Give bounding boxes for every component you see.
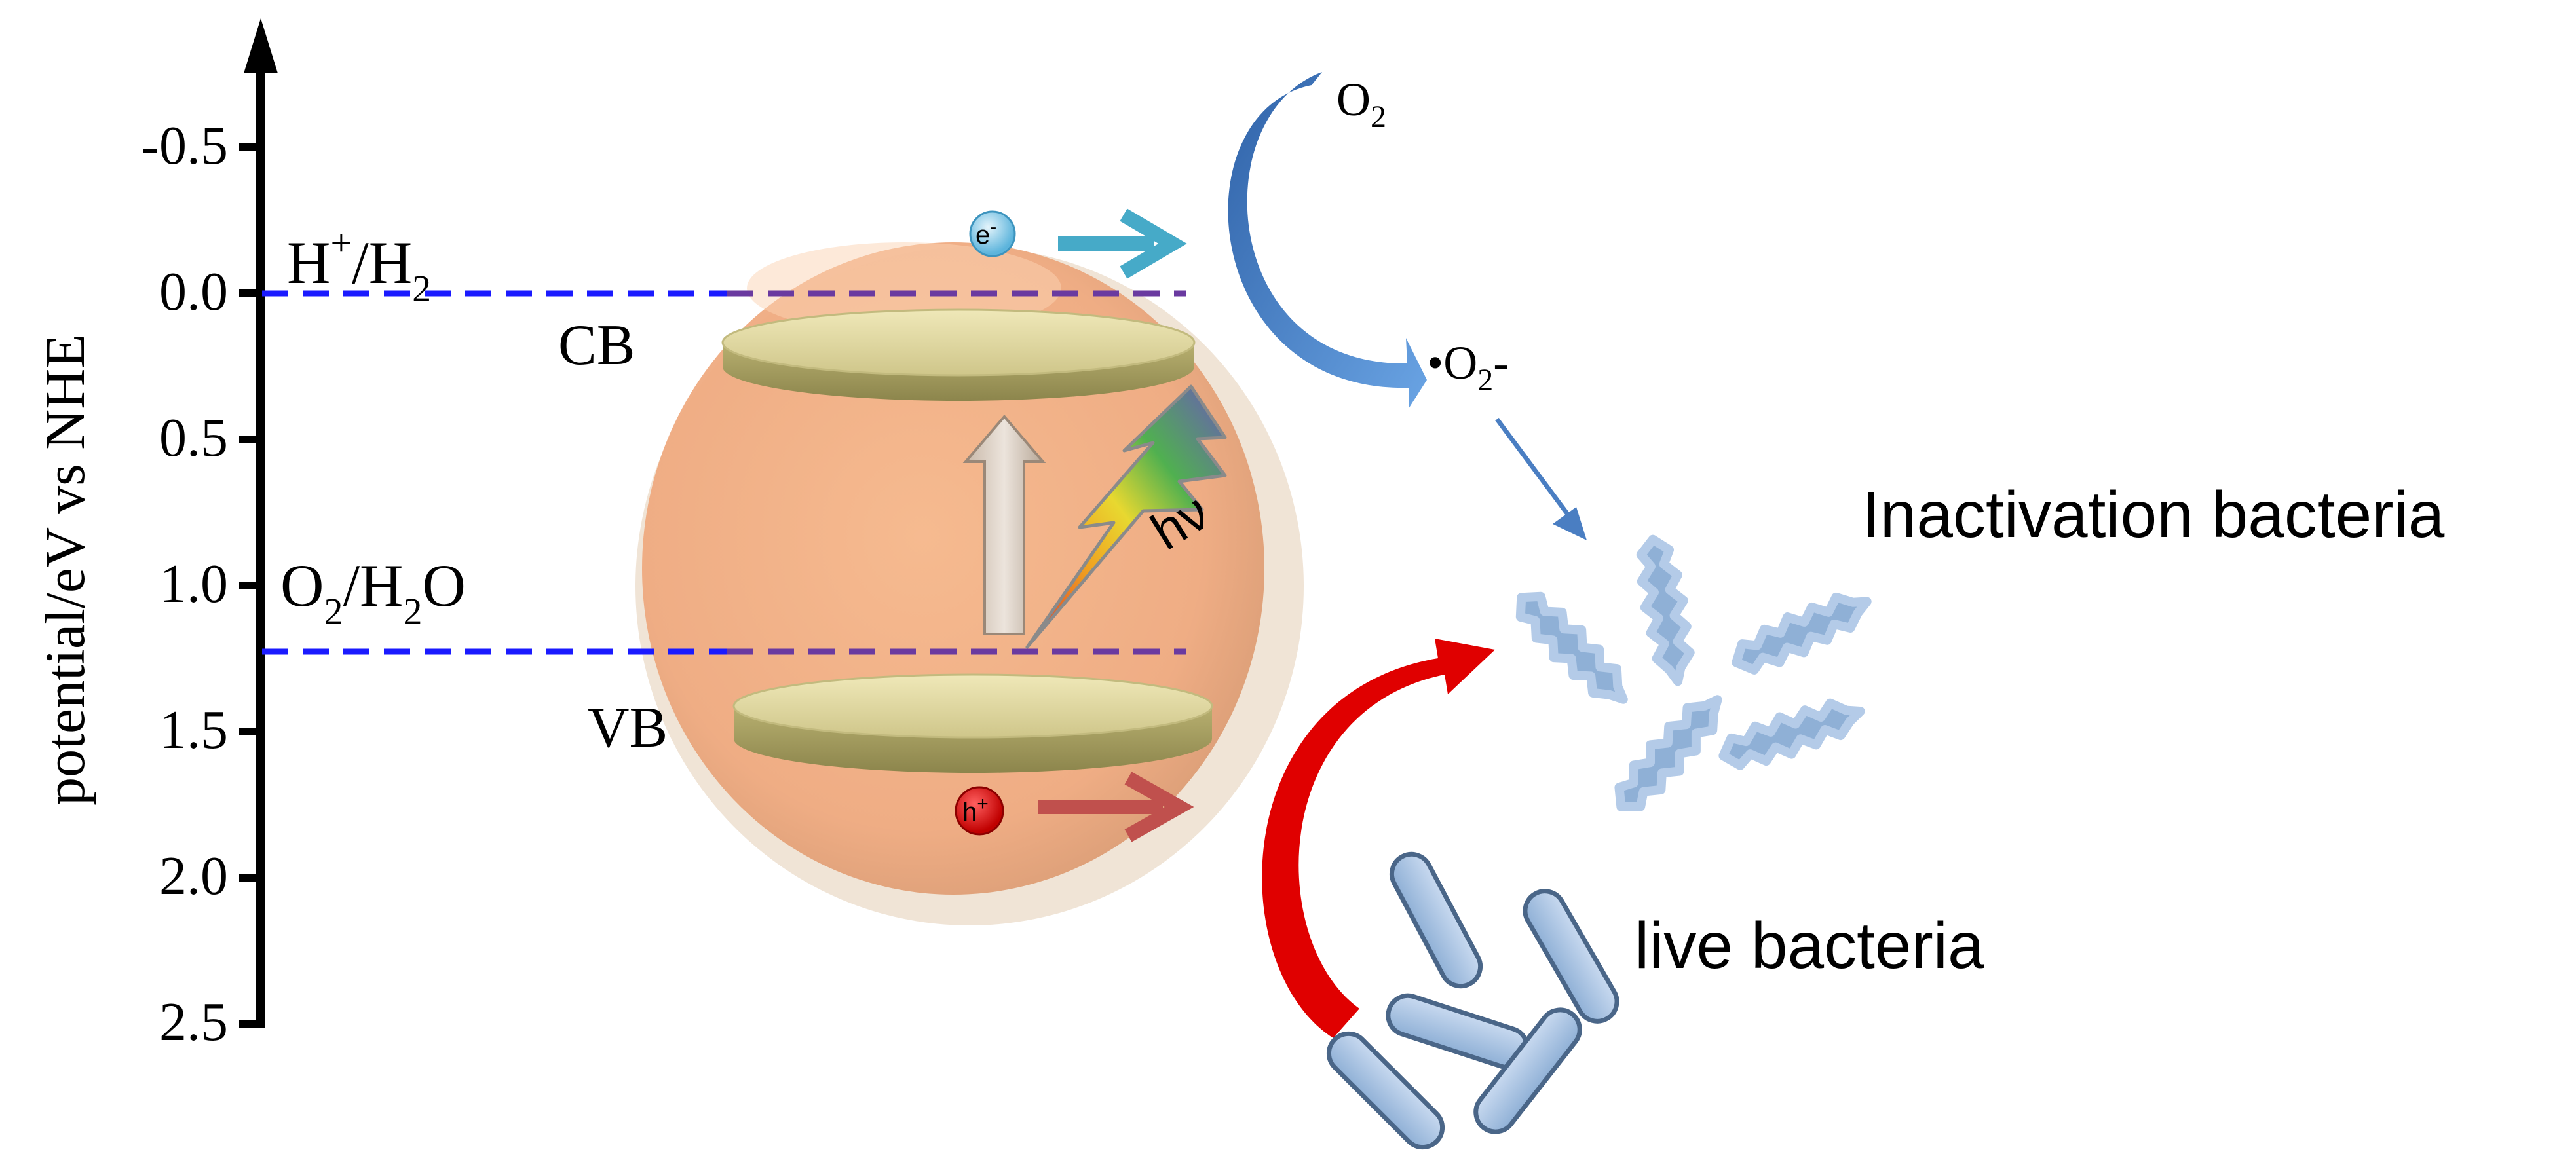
tick-label: 1.0 <box>159 553 228 614</box>
damaged-bacterium <box>1614 695 1722 811</box>
tick-label: 0.5 <box>159 407 228 468</box>
excitation-up-arrow <box>962 414 1046 635</box>
light-bolt-icon <box>1025 384 1227 649</box>
tick-label: 2.5 <box>159 992 228 1052</box>
live-bacteria-label: live bacteria <box>1635 909 1984 982</box>
live-bacterium <box>1473 1007 1582 1134</box>
hole-attack-arrow <box>1262 639 1495 1038</box>
superoxide-arrow-head <box>1553 507 1587 540</box>
hole-path: h+ <box>955 772 1194 842</box>
electron-path: e- <box>969 208 1187 279</box>
hole-arrow-head <box>1124 772 1194 842</box>
damaged-bacterium <box>1636 534 1695 686</box>
valence-band: VB <box>588 673 1213 773</box>
red-curve-arrow <box>1262 639 1495 1038</box>
live-bacteria <box>1326 851 1619 1150</box>
oxygen-reduction: O2 •O2- <box>1228 72 1587 540</box>
live-bacterium <box>1326 1031 1445 1150</box>
oxygen-curve-arrow <box>1228 72 1427 409</box>
h-couple-label: H+/H2 <box>287 221 431 310</box>
damaged-bacterium <box>1515 591 1628 704</box>
conduction-band: CB <box>558 308 1196 401</box>
tick-marks <box>239 143 265 1028</box>
tick-label: 0.0 <box>159 261 228 322</box>
tick-label: -0.5 <box>141 115 228 176</box>
vb-disk-top <box>732 673 1213 739</box>
hole-label: h+ <box>962 793 989 827</box>
redox-levels: H+/H2 O2/H2O <box>262 221 1186 655</box>
damaged-bacterium <box>1718 698 1865 770</box>
inactivation-label: Inactivation bacteria <box>1862 478 2445 551</box>
tick-label: 1.5 <box>159 699 228 760</box>
electron-label: e- <box>975 216 996 250</box>
superoxide-to-bacteria-arrow <box>1495 417 1571 518</box>
axis-title: potential/eV vs NHE <box>33 334 96 806</box>
excitation: hν <box>962 384 1227 649</box>
inactivated-bacteria <box>1515 534 1872 811</box>
tick-label: 2.0 <box>159 846 228 906</box>
hole-icon <box>955 786 1004 836</box>
potential-axis: -0.5 0.0 0.5 1.0 1.5 2.0 2.5 potential/e… <box>33 18 278 1052</box>
electron-icon <box>969 210 1016 257</box>
cb-label: CB <box>558 314 635 377</box>
superoxide-label: •O2- <box>1427 337 1509 398</box>
tick-labels: -0.5 0.0 0.5 1.0 1.5 2.0 2.5 <box>141 115 228 1052</box>
o-couple-label: O2/H2O <box>280 552 466 633</box>
damaged-bacterium <box>1732 592 1872 675</box>
axis-arrowhead <box>244 18 278 73</box>
oxygen-label: O2 <box>1336 73 1386 134</box>
electron-arrow-head <box>1120 208 1187 279</box>
cb-disk-top <box>721 308 1196 377</box>
live-bacterium <box>1523 889 1619 1024</box>
vb-label: VB <box>588 696 668 760</box>
live-bacterium <box>1389 851 1483 989</box>
